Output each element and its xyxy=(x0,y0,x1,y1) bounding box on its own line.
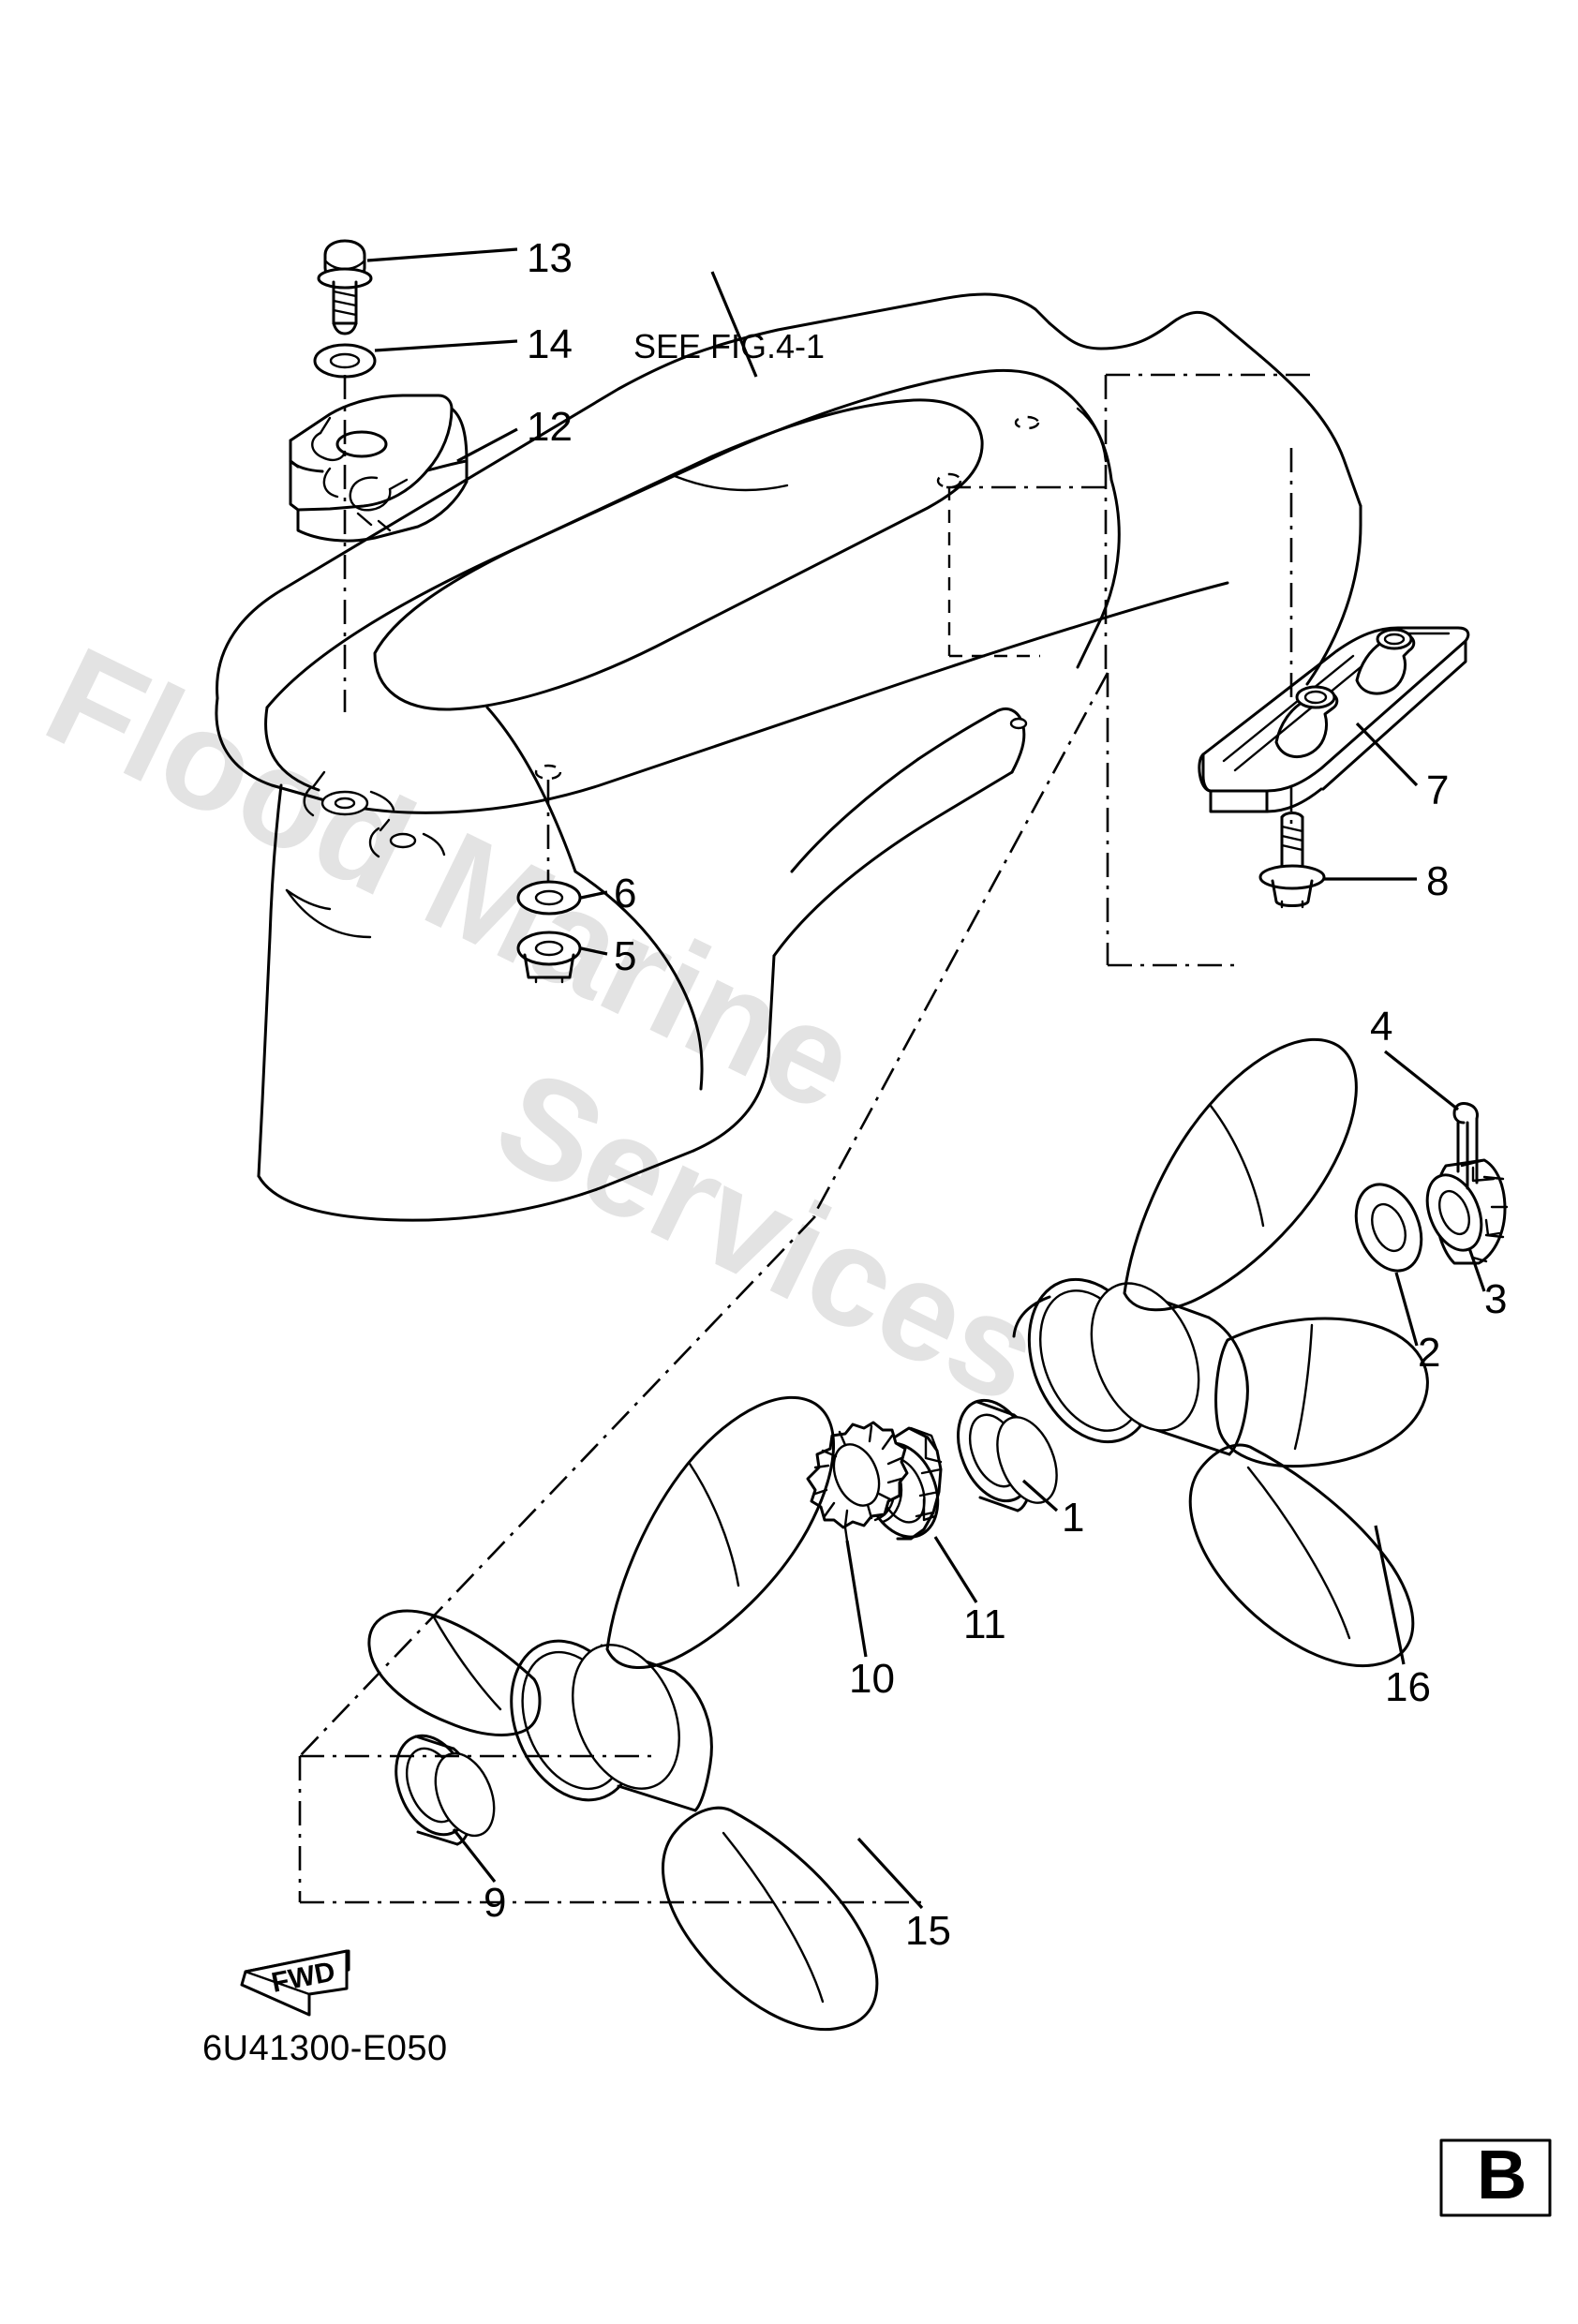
leader-3 xyxy=(1467,1247,1486,1292)
section-letter-box: B xyxy=(1439,2136,1552,2217)
watermark-flood-marine-services: Flood Marine Services xyxy=(24,617,1063,1434)
leader-lines xyxy=(366,247,1486,1910)
part-9-thrust-bushing-illustration xyxy=(394,1734,496,1846)
leader-10 xyxy=(845,1540,868,1658)
section-letter-label: B xyxy=(1477,2136,1526,2213)
plate-boss-detail-left xyxy=(303,770,395,817)
leader-15 xyxy=(856,1837,924,1910)
shaft-end-hole xyxy=(1009,717,1028,730)
part-6-gasket-illustration xyxy=(516,880,582,916)
callout-3: 3 xyxy=(1484,1276,1507,1322)
leader-5 xyxy=(580,946,608,956)
callout-12: 12 xyxy=(527,404,573,450)
callout-15: 15 xyxy=(905,1908,951,1954)
leader-14 xyxy=(374,339,518,352)
callout-6: 6 xyxy=(614,871,636,916)
part-13-anode-bolt-illustration xyxy=(317,239,373,335)
leader-6 xyxy=(580,890,608,900)
hidden-hole-b xyxy=(936,472,962,489)
callout-4: 4 xyxy=(1370,1004,1392,1050)
callout-14: 14 xyxy=(527,321,573,367)
leader-2 xyxy=(1394,1272,1419,1347)
leader-1 xyxy=(1021,1479,1059,1512)
part-16-propeller-illustration xyxy=(1012,1037,1429,1667)
part-1-spacer-illustration xyxy=(957,1398,1058,1512)
leader-see-fig xyxy=(710,271,758,378)
callout-9: 9 xyxy=(484,1880,506,1926)
callout-numbers: 1 2 3 4 5 6 7 8 9 10 11 12 13 14 15 16 xyxy=(484,235,1507,1954)
leader-9 xyxy=(452,1828,497,1883)
part-12-anode-bracket-illustration xyxy=(289,394,469,543)
part-14-washer-illustration xyxy=(313,343,377,379)
leader-16 xyxy=(1374,1525,1406,1665)
leader-12 xyxy=(456,427,518,463)
part-2-washer-illustration xyxy=(1354,1183,1423,1273)
section-boundary-lines xyxy=(298,373,1312,1904)
leader-7 xyxy=(1355,722,1419,787)
leader-4 xyxy=(1384,1050,1459,1111)
callout-16: 16 xyxy=(1385,1664,1431,1710)
leader-11 xyxy=(933,1536,978,1603)
see-figure-reference: SEE FIG.4-1 xyxy=(633,327,825,365)
callout-13: 13 xyxy=(527,235,573,281)
part-4-cotter-pin-illustration xyxy=(1452,1102,1479,1190)
part-5-drain-screw-illustration xyxy=(516,931,582,984)
boundary-diagonal-b xyxy=(299,1215,816,1757)
plate-boss-detail-mid xyxy=(368,818,446,858)
fwd-direction-marker: FWD xyxy=(240,1949,350,2017)
watermark-text-line1: Flood Marine xyxy=(24,617,880,1141)
callout-1: 1 xyxy=(1062,1495,1084,1541)
part-8-anode-bolt-illustration xyxy=(1258,812,1326,909)
boundary-diagonal-a xyxy=(811,672,1109,1217)
hidden-hole-c xyxy=(1014,415,1040,430)
callout-2: 2 xyxy=(1418,1330,1440,1376)
callout-10: 10 xyxy=(849,1656,895,1702)
part-3-propeller-nut-illustration xyxy=(1425,1158,1509,1265)
figure-code-label: 6U41300-E050 xyxy=(202,2029,448,2068)
callout-5: 5 xyxy=(614,933,636,979)
callout-11: 11 xyxy=(963,1601,1006,1647)
part-7-trim-tab-anode-illustration xyxy=(1198,626,1470,813)
part-15-propeller-illustration xyxy=(367,1395,879,2032)
callout-8: 8 xyxy=(1426,858,1449,904)
callout-7: 7 xyxy=(1426,767,1449,813)
hidden-hole-a xyxy=(534,764,562,781)
leader-13 xyxy=(366,247,518,262)
